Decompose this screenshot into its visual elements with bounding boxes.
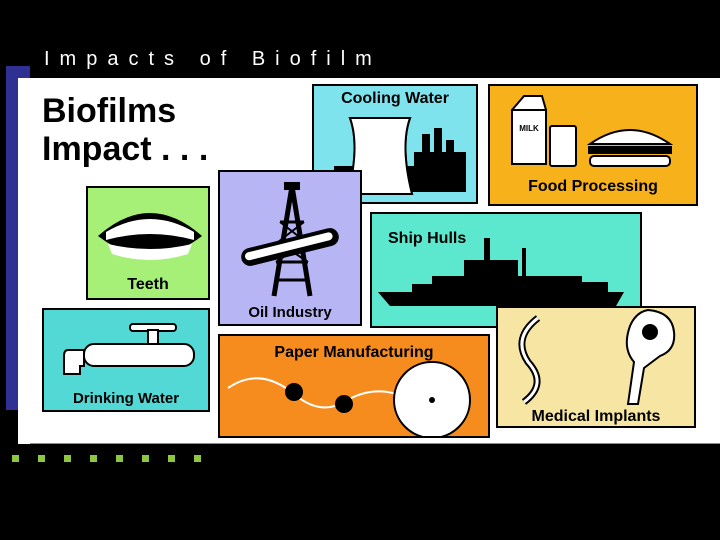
bullet-square	[12, 455, 19, 462]
bullet-square	[90, 455, 97, 462]
warship-icon	[378, 238, 624, 306]
cooling-tower-icon	[334, 117, 466, 195]
panel-paper-manufacturing: Paper Manufacturing	[218, 334, 490, 438]
ship-hulls-label: Ship Hulls	[388, 230, 467, 247]
teeth-icon	[98, 213, 202, 260]
implant-icon	[518, 308, 676, 405]
oil-derrick-icon	[241, 182, 339, 297]
panel-teeth: Teeth	[86, 186, 210, 300]
panel-oil-industry: Oil Industry	[218, 170, 362, 326]
bullet-square	[168, 455, 175, 462]
panel-drinking-water: Drinking Water	[42, 308, 210, 412]
paper-roller-icon	[227, 361, 471, 436]
bullet-square	[142, 455, 149, 462]
bullet-square	[194, 455, 201, 462]
headline-line-2: Impact . . .	[42, 130, 209, 168]
bullet-row	[12, 455, 201, 465]
food-processing-label: Food Processing	[528, 178, 658, 195]
oil-industry-label: Oil Industry	[248, 304, 332, 321]
panel-medical-implants: Medical Implants	[496, 306, 696, 428]
teeth-label: Teeth	[127, 276, 169, 293]
slide-title: Impacts of Biofilm	[44, 48, 382, 70]
footer-rule	[30, 443, 720, 444]
poster-headline: Biofilms Impact . . .	[42, 92, 272, 168]
bullet-square	[38, 455, 45, 462]
faucet-icon	[63, 323, 195, 375]
panel-food-processing: MILK Food Processing	[488, 84, 698, 206]
bullet-square	[116, 455, 123, 462]
milk-carton-text: MILK	[519, 124, 539, 133]
headline-line-1: Biofilms	[42, 92, 177, 130]
panel-cooling-water: Cooling Water	[312, 84, 478, 204]
cooling-water-label: Cooling Water	[341, 90, 449, 107]
medical-implants-label: Medical Implants	[531, 408, 661, 425]
food-icons	[511, 95, 674, 167]
paper-manufacturing-label: Paper Manufacturing	[274, 344, 434, 361]
bullet-square	[64, 455, 71, 462]
drinking-water-label: Drinking Water	[72, 390, 180, 407]
